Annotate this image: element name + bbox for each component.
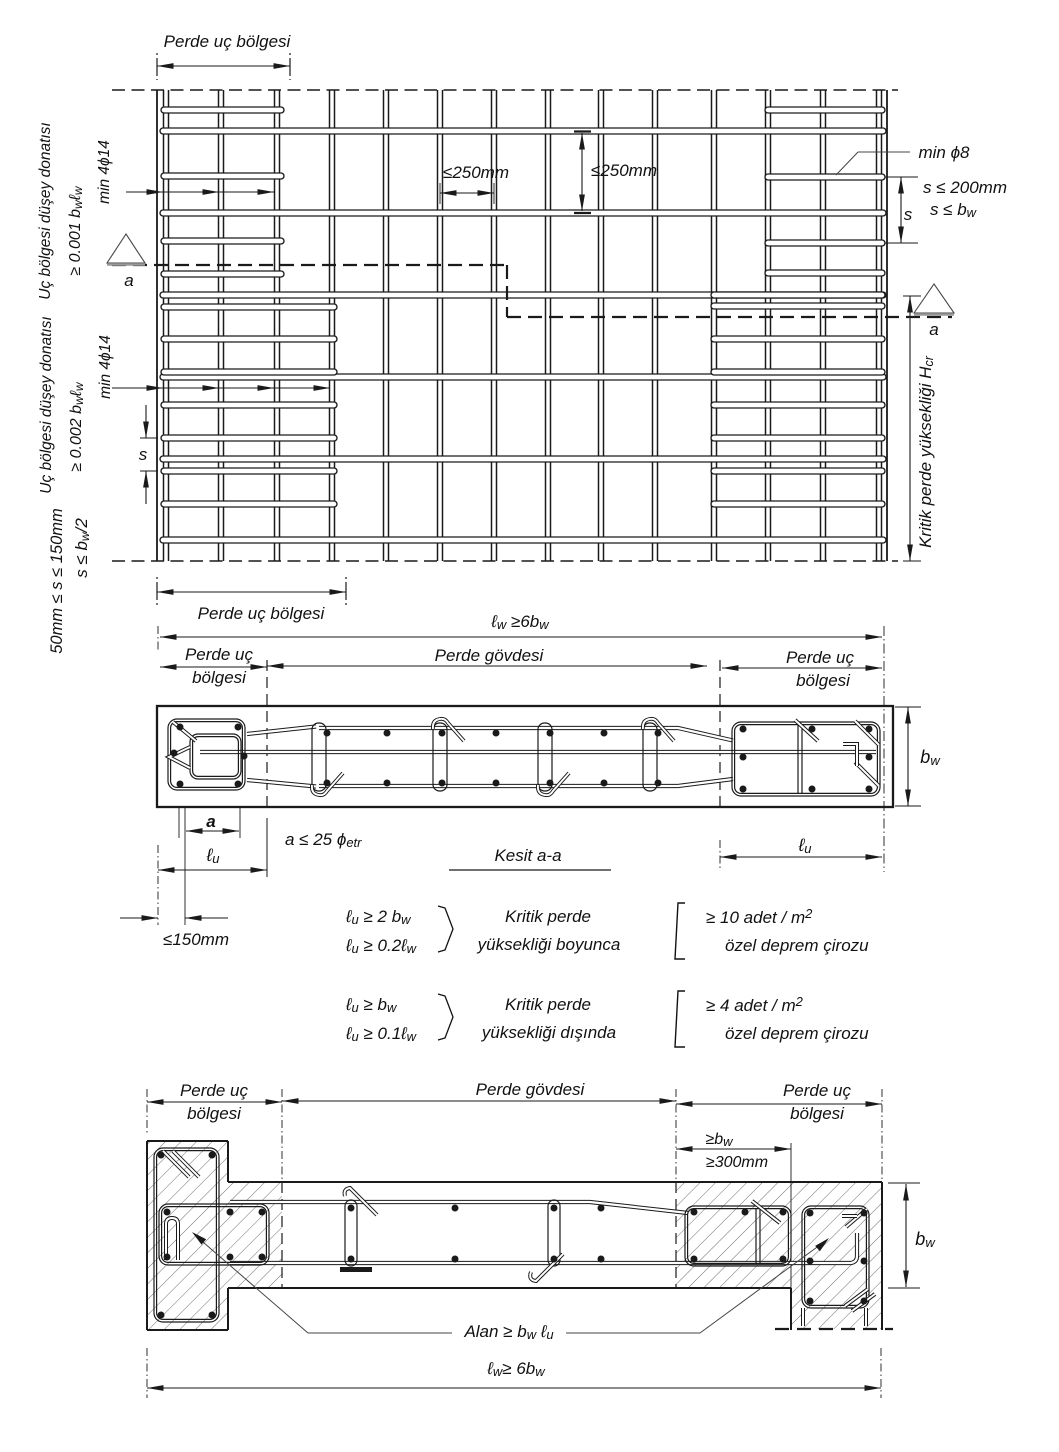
- svg-text:ℓu ≥ 2 bw: ℓu ≥ 2 bw: [345, 907, 412, 927]
- svg-text:Perde uç: Perde uç: [180, 1081, 249, 1100]
- svg-text:s: s: [139, 445, 148, 464]
- svg-text:s ≤ bw/2: s ≤ bw/2: [72, 518, 92, 578]
- svg-text:s ≤ 200mm: s ≤ 200mm: [923, 178, 1007, 197]
- svg-text:≥ 0.002 bwℓw: ≥ 0.002 bwℓw: [68, 381, 86, 471]
- svg-text:Perde uç bölgesi: Perde uç bölgesi: [164, 32, 292, 51]
- svg-text:≥ 10 adet / m2: ≥ 10 adet / m2: [706, 906, 813, 927]
- svg-text:a: a: [929, 320, 938, 339]
- svg-text:özel deprem çirozu: özel deprem çirozu: [725, 936, 869, 955]
- svg-text:min 4ϕ14: min 4ϕ14: [96, 140, 113, 204]
- svg-text:bölgesi: bölgesi: [796, 671, 851, 690]
- svg-text:Uç bölgesi düşey donatısı: Uç bölgesi düşey donatısı: [37, 122, 54, 300]
- svg-text:a ≤ 25 ϕetr: a ≤ 25 ϕetr: [285, 830, 362, 850]
- svg-text:yüksekliği dışında: yüksekliği dışında: [481, 1023, 616, 1042]
- svg-text:Kritik perde: Kritik perde: [505, 907, 591, 926]
- svg-text:Perde uç bölgesi: Perde uç bölgesi: [198, 604, 326, 623]
- svg-text:Perde uç: Perde uç: [786, 648, 855, 667]
- svg-text:yüksekliği boyunca: yüksekliği boyunca: [477, 935, 621, 954]
- svg-text:Perde uç: Perde uç: [185, 645, 254, 664]
- svg-text:ℓw≥ 6bw: ℓw≥ 6bw: [486, 1359, 546, 1379]
- svg-text:s ≤ bw: s ≤ bw: [930, 200, 978, 220]
- svg-text:Perde gövdesi: Perde gövdesi: [435, 646, 545, 665]
- svg-text:s: s: [904, 205, 913, 224]
- svg-text:Kesit a-a: Kesit a-a: [494, 846, 561, 865]
- svg-text:≥ 4 adet / m2: ≥ 4 adet / m2: [706, 994, 804, 1015]
- svg-text:Perde uç: Perde uç: [783, 1081, 852, 1100]
- svg-text:≤250mm: ≤250mm: [443, 163, 509, 182]
- svg-text:Perde gövdesi: Perde gövdesi: [476, 1080, 586, 1099]
- svg-text:ℓw ≥6bw: ℓw ≥6bw: [490, 612, 550, 632]
- svg-text:min 4ϕ14: min 4ϕ14: [97, 335, 114, 399]
- svg-text:Kritik perde: Kritik perde: [505, 995, 591, 1014]
- svg-text:≥bw: ≥bw: [705, 1131, 734, 1149]
- svg-text:min ϕ8: min ϕ8: [918, 143, 970, 162]
- svg-text:≤150mm: ≤150mm: [163, 930, 229, 949]
- svg-text:ℓu ≥ bw: ℓu ≥ bw: [345, 995, 398, 1015]
- svg-text:özel deprem çirozu: özel deprem çirozu: [725, 1024, 869, 1043]
- svg-text:Kritik perde yüksekliği Hcr: Kritik perde yüksekliği Hcr: [916, 355, 936, 548]
- svg-text:a: a: [206, 812, 215, 831]
- svg-text:≥300mm: ≥300mm: [706, 1154, 768, 1171]
- svg-text:a: a: [124, 271, 133, 290]
- svg-text:ℓu ≥ 0.1ℓw: ℓu ≥ 0.1ℓw: [345, 1024, 418, 1044]
- svg-text:50mm ≤ s ≤ 150mm: 50mm ≤ s ≤ 150mm: [48, 508, 66, 654]
- svg-text:bölgesi: bölgesi: [192, 668, 247, 687]
- svg-text:Alan ≥ bw ℓu: Alan ≥ bw ℓu: [463, 1322, 553, 1342]
- svg-text:bölgesi: bölgesi: [790, 1104, 845, 1123]
- svg-text:Uç bölgesi düşey donatısı: Uç bölgesi düşey donatısı: [38, 316, 55, 494]
- svg-text:ℓu ≥ 0.2ℓw: ℓu ≥ 0.2ℓw: [345, 936, 418, 956]
- svg-text:bölgesi: bölgesi: [187, 1104, 242, 1123]
- svg-text:≤250mm: ≤250mm: [591, 161, 657, 180]
- svg-text:≥ 0.001 bwℓw: ≥ 0.001 bwℓw: [67, 185, 85, 275]
